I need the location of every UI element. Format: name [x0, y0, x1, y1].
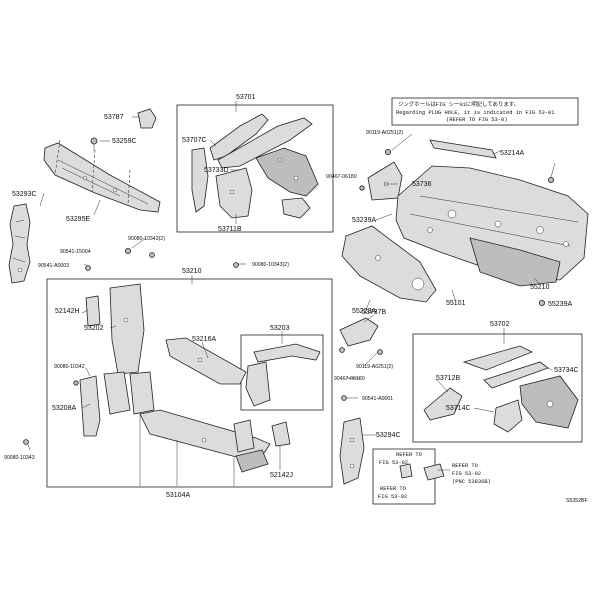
label-53733d: 53733D [204, 167, 229, 174]
label-53203: 53203 [270, 325, 290, 332]
part-52142h [85, 295, 101, 327]
note-line-2: Regarding PLUG HOLE, it is indicated in … [396, 110, 555, 116]
label-53293c: 53293C [12, 191, 37, 198]
label-90467-bottom: 90467-06180 [334, 376, 365, 382]
group-frame-53210 [46, 278, 333, 488]
label-90080-a: 90080-10343(2) [128, 236, 165, 242]
label-90080-b: 90080-10343(2) [252, 262, 289, 268]
fasteners [23, 185, 365, 445]
refer-note-b-line1: REFER TO [452, 463, 478, 469]
part-55239a [539, 299, 546, 306]
label-53711b: 53711B [218, 226, 242, 233]
note-line-3: (REFER TO FIG 53-0) [446, 117, 507, 123]
label-53214a: 53214A [500, 150, 524, 157]
part-53210-group [79, 283, 271, 473]
refer-note-c-line2: FIG 53-02 [378, 494, 407, 500]
label-53239a: 53239A [352, 217, 376, 224]
label-53294c: 53294C [376, 432, 401, 439]
label-53787: 53787 [104, 114, 124, 121]
label-52142j: 52142J [270, 472, 293, 479]
refer-part-bracket [423, 463, 445, 481]
part-53259c [90, 137, 98, 151]
label-53202: 53202 [84, 325, 104, 332]
label-90080-d: 90080-10343 [4, 455, 35, 461]
refer-note-b-line2: FIG 53-02 [452, 471, 481, 477]
label-53736: 53736 [412, 181, 432, 188]
diagram-code: S5352BF [566, 498, 588, 504]
label-53734c: 53734C [554, 367, 579, 374]
part-55210c [548, 176, 555, 183]
label-53707c: 53707C [182, 137, 207, 144]
part-53294c [339, 417, 365, 485]
label-53210: 53210 [182, 268, 202, 275]
label-53701: 53701 [236, 94, 256, 101]
group-frame-53702 [412, 333, 583, 443]
refer-note-b-line3: (PNC 53836B) [452, 479, 491, 485]
label-55101: 55101 [446, 300, 466, 307]
label-53702: 53702 [490, 321, 510, 328]
part-53787 [137, 108, 157, 129]
label-53295e: 53295E [66, 216, 90, 223]
label-90119-bottom: 90119-A0251(2) [356, 364, 393, 370]
label-53259c: 53259C [112, 138, 137, 145]
label-52142h: 52142H [55, 308, 80, 315]
refer-note-a-line1: REFER TO [396, 452, 422, 458]
part-55210 [469, 237, 561, 287]
part-55101 [395, 165, 589, 281]
label-53737b: 53737B [362, 309, 386, 316]
label-55223a: 55223A [352, 308, 376, 315]
refer-note-a-line2: FIG 53-02 [379, 460, 408, 466]
label-90080-10342: 90080-10342 [54, 364, 85, 370]
part-53203-group [245, 343, 321, 407]
part-53737b [339, 317, 383, 355]
leader-lines [27, 101, 556, 486]
group-frame-53701 [176, 104, 334, 233]
label-53104a: 53104A [166, 492, 190, 499]
label-90467-top: 90467-06180 [326, 174, 357, 180]
label-53712b: 53712B [436, 375, 460, 382]
part-53736 [367, 161, 403, 201]
label-90541-a0001: 90541-A0001 [362, 396, 393, 402]
label-90119-top: 90119-A0251(2) [366, 130, 403, 136]
part-55223a [341, 225, 437, 303]
notes: ジングホールはFIG シー01に明記してあります。 Regarding PLUG… [378, 100, 555, 500]
part-53214a [384, 139, 497, 159]
note-box [391, 97, 579, 126]
part-53295e [43, 139, 161, 213]
part-53702-group [423, 345, 579, 433]
label-53714c: 53714C [446, 405, 471, 412]
label-90541-15004: 90541-15004 [60, 249, 91, 255]
label-53208a: 53208A [52, 405, 76, 412]
label-90541-a0003: 90541-A0003 [38, 263, 69, 269]
label-55239a: 55239A [548, 301, 572, 308]
note-line-1: ジングホールはFIG シー01に明記してあります。 [398, 100, 519, 108]
part-labels: 53787 53701 53259C 53707C 53733D 53293C … [4, 94, 588, 504]
refer-note-c-line1: REFER TO [380, 486, 406, 492]
part-53293c [8, 203, 31, 284]
part-52142j [271, 421, 291, 447]
part-53701-group [191, 113, 319, 219]
label-55210: 55210 [530, 284, 550, 291]
label-53216a: 53216A [192, 336, 216, 343]
refer-part-clip [399, 463, 413, 479]
